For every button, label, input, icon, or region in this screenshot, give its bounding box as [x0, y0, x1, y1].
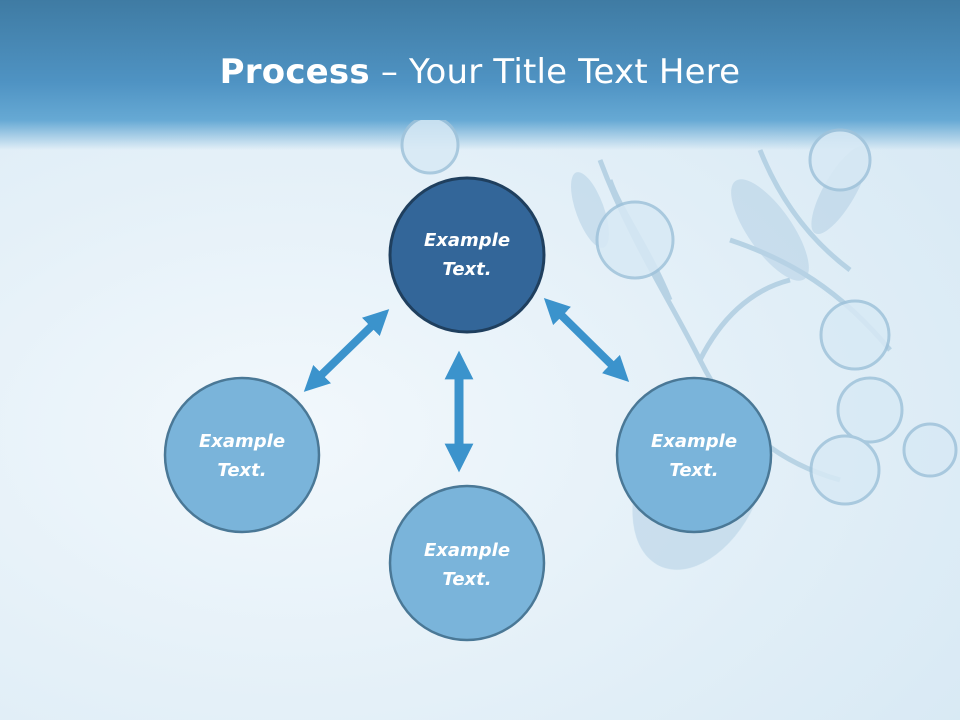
- node-left-line1: Example: [199, 431, 285, 452]
- node-center-line2: Text.: [442, 259, 491, 280]
- title-dash: –: [369, 52, 410, 92]
- title-bold: Process: [219, 52, 370, 92]
- node-right-line1: Example: [651, 431, 737, 452]
- arrow-right-connector: [543, 298, 630, 382]
- node-center: Example Text.: [388, 176, 546, 334]
- node-bottom: Example Text.: [388, 484, 546, 642]
- node-left-line2: Text.: [217, 460, 266, 481]
- header-band: [0, 0, 960, 150]
- node-center-line1: Example: [424, 230, 510, 251]
- node-bottom-line2: Text.: [442, 569, 491, 590]
- arrow-left-connector: [303, 309, 390, 392]
- node-right: Example Text.: [615, 376, 773, 534]
- node-center-circle: [388, 176, 546, 334]
- node-left: Example Text.: [163, 376, 321, 534]
- node-bottom-line1: Example: [424, 540, 510, 561]
- node-left-circle: [163, 376, 321, 534]
- slide-title: Process – Your Title Text Here: [0, 52, 960, 92]
- node-right-circle: [615, 376, 773, 534]
- title-rest: Your Title Text Here: [409, 52, 741, 92]
- node-bottom-circle: [388, 484, 546, 642]
- node-right-line2: Text.: [669, 460, 718, 481]
